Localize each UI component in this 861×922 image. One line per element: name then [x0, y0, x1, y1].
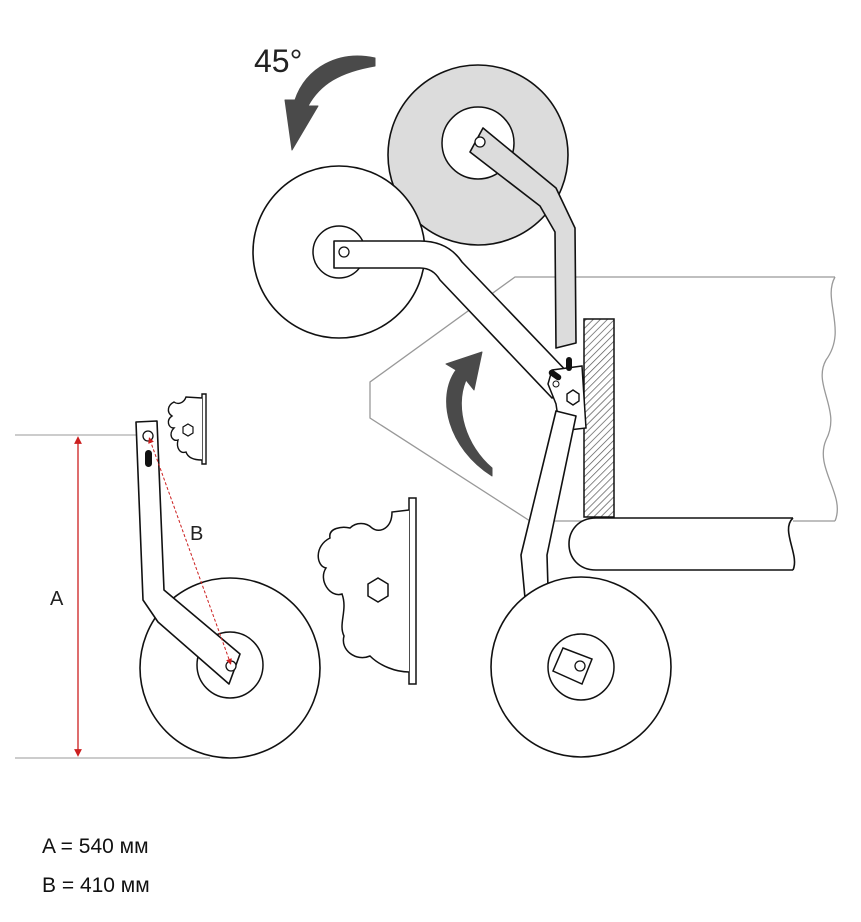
dimension-label-a: A: [50, 588, 64, 610]
arm-upper-shaded: [469, 127, 577, 349]
dimension-extensions: [15, 434, 210, 759]
hatched-bracket: [583, 318, 615, 518]
rotate-arrow-icon: [284, 55, 376, 151]
legend-b: B = 410 мм: [42, 874, 150, 897]
support-tube: [568, 517, 796, 571]
angle-label: 45°: [254, 43, 302, 79]
bracket-detail-large: [317, 497, 417, 685]
lift-arrow-icon: [445, 351, 493, 477]
bracket-detail-small: [167, 393, 207, 465]
legend-a: A = 540 мм: [42, 835, 149, 858]
dimension-line-b: [148, 437, 232, 665]
dimension-label-b: B: [190, 523, 203, 545]
